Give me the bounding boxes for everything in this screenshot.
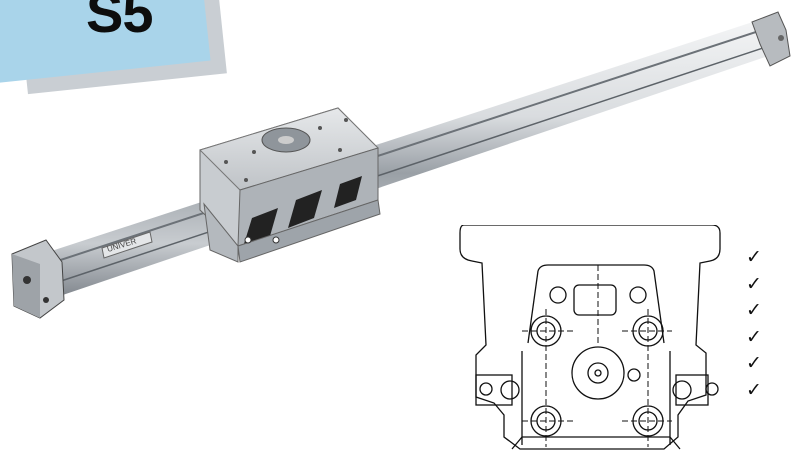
checkmark-icon: ✓ [746,299,762,321]
cylinder-section-drawing [459,225,721,450]
checkmark-icon: ✓ [746,246,762,268]
checkmark-icon: ✓ [746,325,762,348]
feature-checklist: ✓ ✓ ✓ ✓ ✓ ✓ [746,244,786,403]
checkmark-icon: ✓ [746,272,762,295]
checkmark-icon: ✓ [746,378,762,401]
series-badge-label: S5 [86,0,153,44]
checkmark-icon: ✓ [746,352,762,374]
